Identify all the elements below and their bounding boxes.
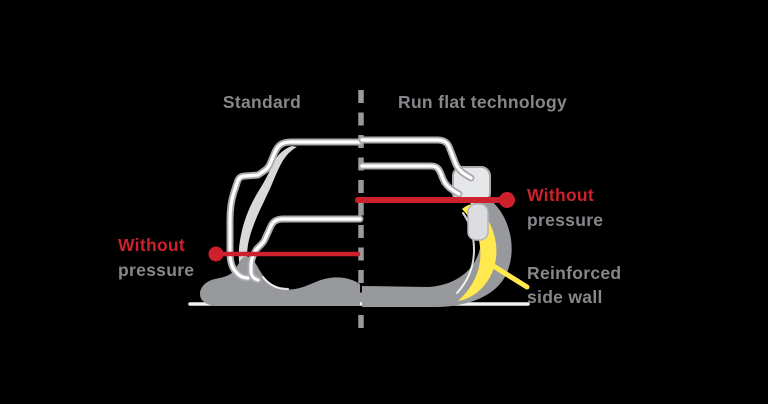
reinforced-side-wall-label: Reinforced side wall (527, 261, 621, 309)
side-wall-text: side wall (527, 287, 603, 307)
pressure-indicator-right (355, 192, 515, 208)
pressure-dot-right (499, 192, 515, 208)
standard-inner-outline-edge (247, 215, 364, 284)
standard-bead-highlight (262, 276, 289, 290)
without-pressure-label-right: Without pressure (527, 183, 603, 233)
runflat-title: Run flat technology (398, 92, 568, 112)
standard-inner-outline (249, 217, 362, 282)
standard-outer-outline (228, 140, 362, 280)
runflat-tire-band (362, 191, 512, 307)
without-text-right: Without (527, 185, 595, 205)
without-text-left: Without (118, 235, 186, 255)
pressure-text-right: pressure (527, 210, 604, 230)
runflat-tire-illustration (358, 136, 512, 307)
pressure-indicator-left (208, 246, 361, 262)
without-pressure-label-left: Without pressure (118, 233, 194, 283)
runflat-outer-outline (360, 138, 473, 180)
reinforced-text: Reinforced (527, 263, 622, 283)
pressure-text-left: pressure (118, 260, 195, 280)
pressure-dot-left (208, 246, 224, 262)
standard-tire-illustration (200, 138, 364, 306)
standard-title: Standard (222, 92, 302, 112)
reinforced-callout-line (484, 259, 530, 290)
standard-deflated-bottom (200, 256, 360, 306)
runflat-bead-tab (467, 203, 489, 241)
runflat-inner-outline (360, 164, 461, 196)
